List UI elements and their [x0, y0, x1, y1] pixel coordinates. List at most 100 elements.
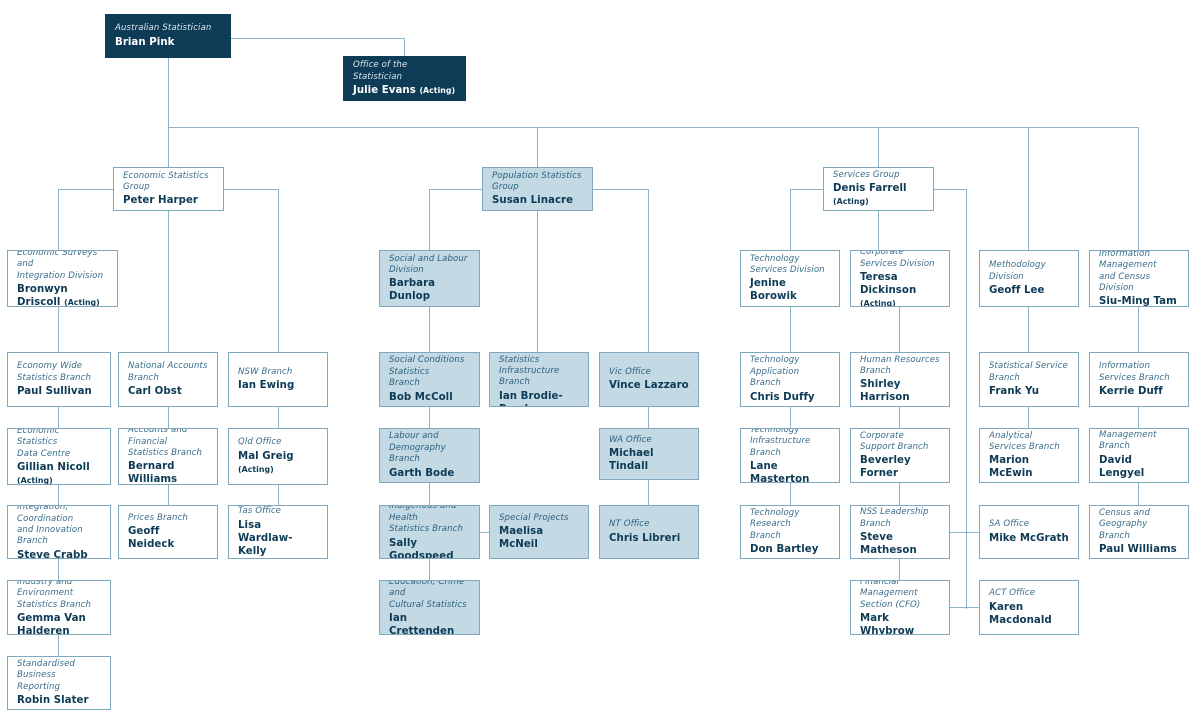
connector-special-projects-link [480, 532, 489, 533]
person-name-text: Kerrie Duff [1099, 385, 1163, 397]
connector-economic-col1-chain-4 [58, 559, 59, 580]
connector-population-left-branch-down [429, 189, 430, 250]
node-person-name: Bernard Williams (Acting) [128, 460, 208, 484]
node-person-name: David Lengyel (Acting) [1099, 454, 1179, 482]
connector-services-centre-down [878, 211, 879, 250]
person-name-text: Bob McColl [389, 391, 453, 403]
person-name-text: Gemma Van Halderen [17, 613, 86, 635]
node-economic-surveys-and-integration-division[interactable]: Economic Surveys and Integration Divisio… [7, 250, 118, 307]
connector-services-col2-chain-4 [899, 559, 900, 580]
node-person-name: Julie Evans (Acting) [353, 84, 456, 97]
node-person-name: Siu-Ming Tam [1099, 295, 1179, 306]
node-information-management-and-census-division[interactable]: Information Management and Census Divisi… [1089, 250, 1189, 307]
node-role-label: Prices Branch [128, 512, 188, 523]
node-role-label: Industry and Environment Statistics Bran… [17, 580, 92, 610]
node-role-label: Indigenous and Health Statistics Branch [389, 505, 464, 535]
node-person-name: Frank Yu [989, 385, 1069, 398]
person-name-text: Brian Pink [115, 36, 175, 48]
connector-services-left-branch-down [790, 189, 791, 250]
connector-economic-left-branch-horizontal [58, 189, 114, 190]
connector-main-trunk-horizontal [168, 127, 1139, 128]
person-name-text: Shirley Harrison [860, 379, 910, 404]
person-name-text: Steve Matheson [860, 531, 917, 556]
node-international-accounts-and-financial-statistics-branch[interactable]: International Accounts and Financial Sta… [118, 428, 218, 485]
person-name-text: Garth Bode [389, 467, 455, 479]
person-name-text: Julie Evans [353, 84, 416, 96]
connector-fms-to-act-stub [950, 607, 966, 608]
connector-act-office-link [966, 607, 980, 608]
node-role-label: Methodology Division [989, 260, 1046, 282]
node-integration-coordination-and-innovation-branch[interactable]: Integration, Coordination and Innovation… [7, 505, 111, 559]
person-name-text: Robin Slater [17, 695, 89, 707]
acting-suffix: (Acting) [64, 298, 100, 307]
connector-economic-col3-chain-2 [278, 485, 279, 505]
person-name-text: Sally Goodspeed [389, 537, 454, 559]
node-role-label: International Accounts and Financial Sta… [128, 428, 203, 458]
node-industry-and-environment-statistics-branch[interactable]: Industry and Environment Statistics Bran… [7, 580, 111, 635]
node-person-name: Sally Goodspeed [389, 537, 470, 559]
node-role-label: Social and Labour Division [389, 253, 468, 275]
node-person-name: Mal Greig (Acting) [238, 450, 318, 476]
node-role-label: Data Management Branch [1099, 429, 1157, 452]
node-role-label: Information Services Branch [1099, 361, 1170, 383]
person-name-text: Paul Williams [1099, 544, 1177, 556]
node-person-name: Carl Obst [128, 385, 208, 398]
node-role-label: Standardised Business Reporting [17, 658, 76, 692]
node-population-statistics-infrastructure-branch[interactable]: Population Statistics Infrastructure Bra… [489, 352, 589, 407]
node-role-label: Economy Wide Statistics Branch [17, 361, 92, 383]
person-name-text: Jenine Borowik [750, 278, 797, 303]
person-name-text: Bronwyn Driscoll [17, 284, 68, 307]
node-person-name: Kerrie Duff [1099, 385, 1179, 398]
node-role-label: Corporate Support Branch [860, 430, 929, 452]
node-role-label: Analytical Services Branch [989, 430, 1060, 452]
acting-suffix: (Acting) [419, 85, 456, 95]
node-person-name: Chris Libreri [609, 532, 689, 545]
person-name-text: Peter Harper [123, 195, 198, 207]
node-person-name: Mark Whybrow [860, 612, 940, 634]
person-name-text: Gillian Nicoll [17, 462, 90, 474]
node-person-name: Steve Crabb [17, 549, 101, 558]
node-person-name: Paul Williams [1099, 543, 1179, 556]
connector-economic-col1-chain-3 [58, 485, 59, 505]
node-financial-management-section-cfo[interactable]: Financial Management Section (CFO)Mark W… [850, 580, 950, 635]
node-person-name: Denis Farrell (Acting) [833, 182, 924, 208]
node-education-crime-and-cultural-statistics[interactable]: Education, Crime and Cultural Statistics… [379, 580, 480, 635]
